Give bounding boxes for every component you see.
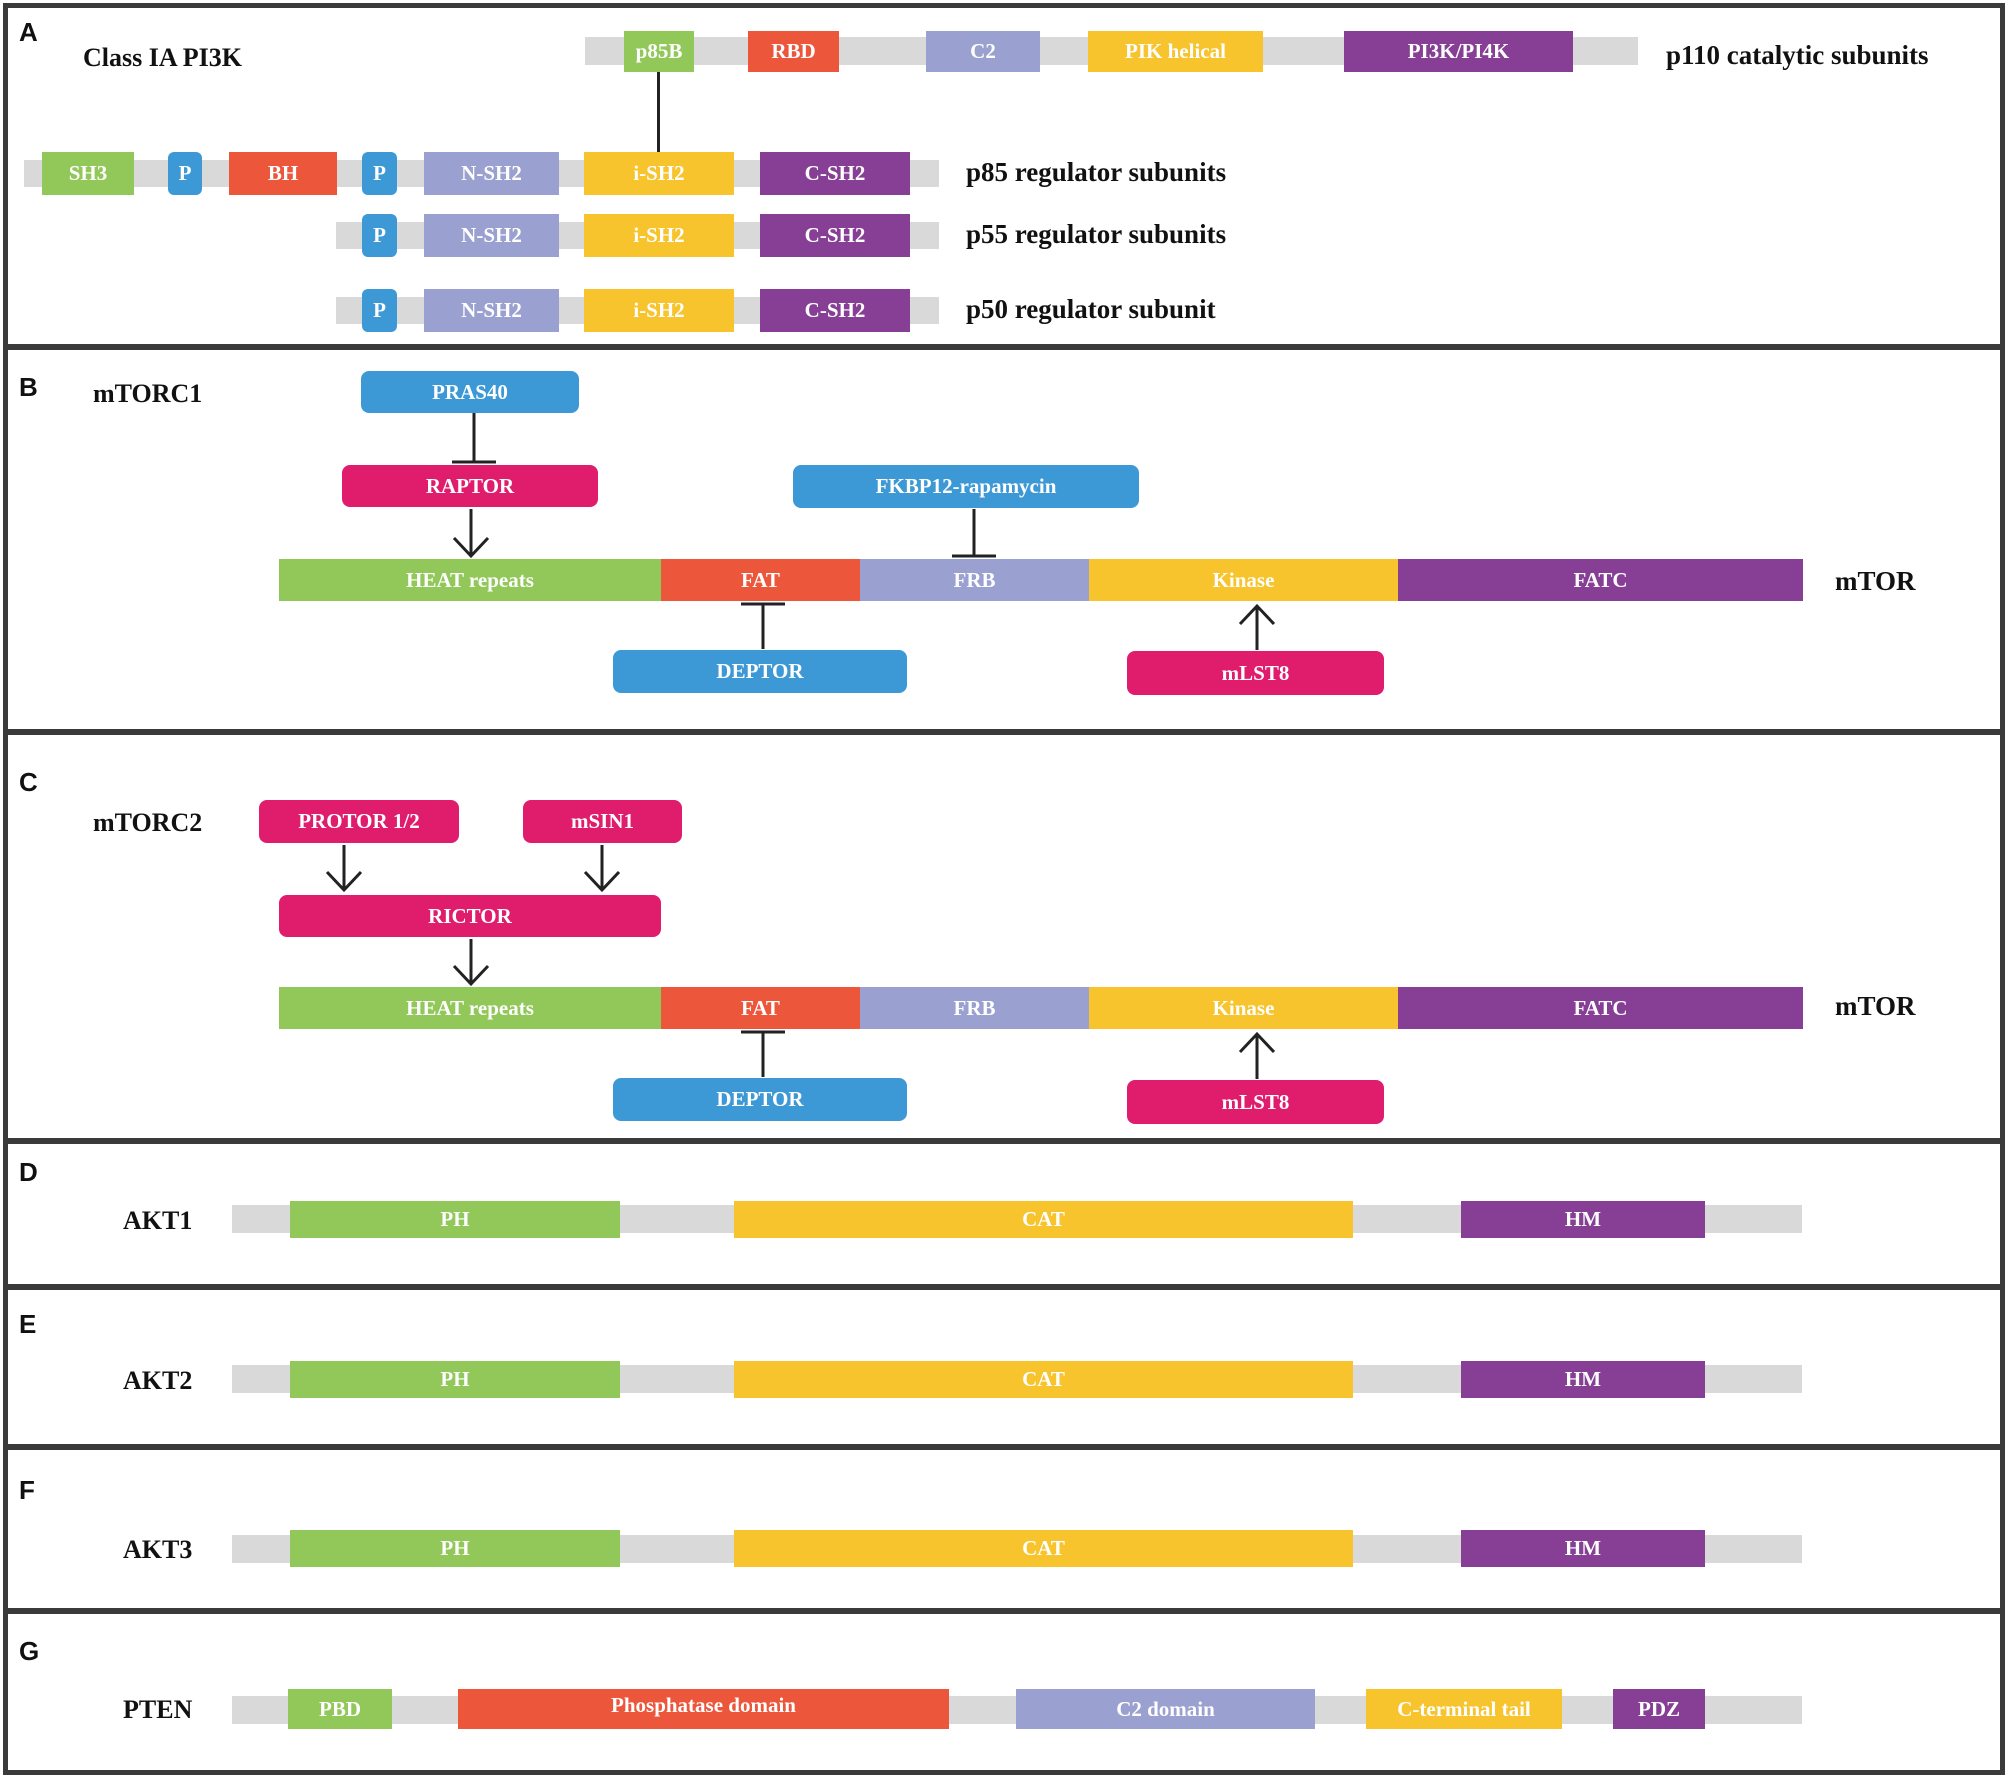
mtorc2-mlst8-box: mLST8 [1127, 1080, 1384, 1124]
panel-f [3, 1445, 2005, 1613]
pten-c-terminal-tail-domain: C-terminal tail [1366, 1689, 1562, 1729]
akt3-cat-domain: CAT [734, 1530, 1353, 1567]
panel-g-title: PTEN [123, 1695, 193, 1724]
p50-nsh2-domain: N-SH2 [424, 289, 559, 332]
p55-csh2-domain: C-SH2 [760, 214, 910, 257]
p85-subunit-label: p85 regulator subunits [966, 157, 1227, 187]
raptor-box: RAPTOR [342, 465, 598, 507]
panel-a-label: A [19, 17, 38, 47]
p50-csh2-domain: C-SH2 [760, 289, 910, 332]
p85-csh2-domain: C-SH2 [760, 152, 910, 195]
pten-phosphatase-domain: Phosphatase domain [458, 1689, 949, 1729]
p55-p-domain: P [362, 214, 397, 257]
p50-subunit-label: p50 regulator subunit [966, 294, 1216, 324]
panel-f-title: AKT3 [123, 1535, 193, 1564]
panel-g-label: G [19, 1636, 40, 1666]
panel-b [3, 345, 2005, 734]
panel-f-label: F [19, 1475, 35, 1505]
mtorc1-fatc-domain: FATC [1398, 559, 1803, 601]
msin1-box: mSIN1 [523, 800, 682, 843]
p110-pik-helical-domain: PIK helical [1088, 31, 1263, 72]
p85-p-domain-1: P [168, 152, 202, 195]
p110-rbd-domain: RBD [748, 31, 839, 72]
akt1-hm-domain: HM [1461, 1201, 1705, 1238]
mtorc2-deptor-box: DEPTOR [613, 1078, 907, 1121]
mtorc2-fat-domain: FAT [661, 987, 860, 1029]
p85-p-domain-2: P [362, 152, 397, 195]
p55-nsh2-domain: N-SH2 [424, 214, 559, 257]
pras40-box: PRAS40 [361, 371, 579, 413]
akt1-ph-domain: PH [290, 1201, 620, 1238]
panel-b-label: B [19, 372, 38, 402]
akt2-hm-domain: HM [1461, 1361, 1705, 1398]
akt1-cat-domain: CAT [734, 1201, 1353, 1238]
akt2-ph-domain: PH [290, 1361, 620, 1398]
mtorc2-frb-domain: FRB [860, 987, 1089, 1029]
p110-subunit-label: p110 catalytic subunits [1666, 40, 1929, 70]
mtorc1-frb-domain: FRB [860, 559, 1089, 601]
protor-box: PROTOR 1/2 [259, 800, 459, 843]
panel-e-title: AKT2 [123, 1366, 193, 1395]
akt3-ph-domain: PH [290, 1530, 620, 1567]
panel-b-title: mTORC1 [93, 379, 203, 408]
p85-ish2-domain: i-SH2 [584, 152, 734, 195]
mtorc2-heat-repeats-domain: HEAT repeats [279, 987, 661, 1029]
p85-sh3-domain: SH3 [42, 152, 134, 195]
fkbp12-rapamycin-box: FKBP12-rapamycin [793, 465, 1139, 508]
mtorc2-mtor-label: mTOR [1835, 991, 1916, 1021]
p50-ish2-domain: i-SH2 [584, 289, 734, 332]
p85-nsh2-domain: N-SH2 [424, 152, 559, 195]
panel-d-label: D [19, 1157, 38, 1187]
p55-ish2-domain: i-SH2 [584, 214, 734, 257]
p85-bh-domain: BH [229, 152, 337, 195]
p55-subunit-label: p55 regulator subunits [966, 219, 1227, 249]
p85b-ish2-connector [657, 72, 660, 152]
panel-c-title: mTORC2 [93, 808, 203, 837]
pten-c2-domain: C2 domain [1016, 1689, 1315, 1729]
akt2-cat-domain: CAT [734, 1361, 1353, 1398]
p110-pi3k-pi4k-domain: PI3K/PI4K [1344, 31, 1573, 72]
p110-c2-domain: C2 [926, 31, 1040, 72]
mtorc2-kinase-domain: Kinase [1089, 987, 1398, 1029]
mtorc1-heat-repeats-domain: HEAT repeats [279, 559, 661, 601]
mtorc1-mtor-label: mTOR [1835, 566, 1916, 596]
panel-d-title: AKT1 [123, 1206, 193, 1235]
mtorc1-kinase-domain: Kinase [1089, 559, 1398, 601]
panel-c-label: C [19, 767, 38, 797]
pten-pbd-domain: PBD [288, 1689, 392, 1729]
panel-e-label: E [19, 1309, 37, 1339]
mtorc1-fat-domain: FAT [661, 559, 860, 601]
p110-p85b-domain: p85B [624, 31, 694, 72]
mtorc1-mlst8-box: mLST8 [1127, 651, 1384, 695]
p50-p-domain: P [362, 289, 397, 332]
mtorc2-fatc-domain: FATC [1398, 987, 1803, 1029]
mtorc1-deptor-box: DEPTOR [613, 650, 907, 693]
panel-a-title: Class IA PI3K [83, 43, 242, 72]
pten-pdz-domain: PDZ [1613, 1689, 1705, 1729]
rictor-box: RICTOR [279, 895, 661, 937]
akt3-hm-domain: HM [1461, 1530, 1705, 1567]
